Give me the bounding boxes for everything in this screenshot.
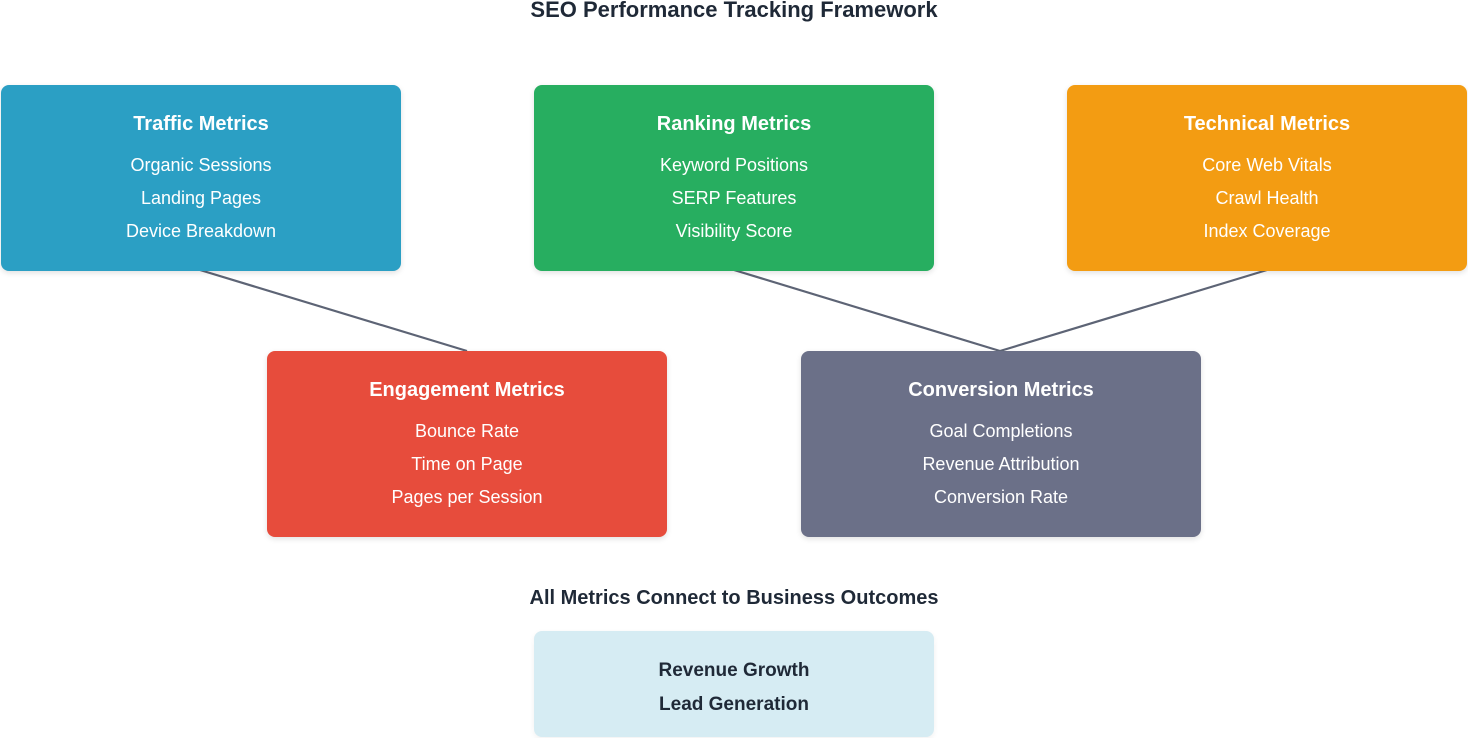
technical-metric-item: Core Web Vitals (1202, 155, 1332, 175)
conversion-metrics-title: Conversion Metrics (908, 379, 1094, 401)
technical-metrics-title: Technical Metrics (1183, 113, 1351, 135)
technical-metric-item: Crawl Health (1215, 188, 1319, 208)
engagement-metrics-title: Engagement Metrics (369, 379, 565, 401)
conversion-metrics-box: Conversion Metrics Goal Completions Reve… (801, 351, 1201, 537)
ranking-metric-item: Visibility Score (675, 221, 793, 241)
ranking-metric-item: SERP Features (671, 188, 797, 208)
connector-traffic-engagement (199, 268, 468, 353)
ranking-metrics-title: Ranking Metrics (656, 113, 812, 135)
diagram-title: SEO Performance Tracking Framework (530, 0, 938, 22)
engagement-metric-item: Time on Page (411, 454, 523, 474)
traffic-metric-item: Device Breakdown (125, 221, 277, 241)
business-outcomes-box: Revenue Growth Lead Generation (534, 631, 934, 737)
outcome-item: Revenue Growth (658, 660, 810, 681)
conversion-metric-item: Conversion Rate (933, 487, 1069, 507)
connector-technical-conversion (999, 268, 1268, 353)
traffic-metric-item: Landing Pages (140, 188, 262, 208)
conversion-metric-item: Goal Completions (929, 421, 1073, 441)
outcome-item: Lead Generation (659, 694, 809, 715)
traffic-metric-item: Organic Sessions (130, 155, 272, 175)
technical-metrics-box: Technical Metrics Core Web Vitals Crawl … (1067, 85, 1467, 271)
engagement-metric-item: Pages per Session (391, 487, 543, 507)
ranking-metric-item: Keyword Positions (659, 155, 809, 175)
business-outcomes-heading: All Metrics Connect to Business Outcomes (529, 587, 939, 609)
technical-metric-item: Index Coverage (1203, 221, 1331, 241)
connector-ranking-conversion (733, 268, 1001, 353)
traffic-metrics-box: Traffic Metrics Organic Sessions Landing… (1, 85, 401, 271)
engagement-metric-item: Bounce Rate (414, 421, 520, 441)
engagement-metrics-box: Engagement Metrics Bounce Rate Time on P… (267, 351, 667, 537)
ranking-metrics-box: Ranking Metrics Keyword Positions SERP F… (534, 85, 934, 271)
conversion-metric-item: Revenue Attribution (922, 454, 1080, 474)
traffic-metrics-title: Traffic Metrics (133, 113, 269, 135)
